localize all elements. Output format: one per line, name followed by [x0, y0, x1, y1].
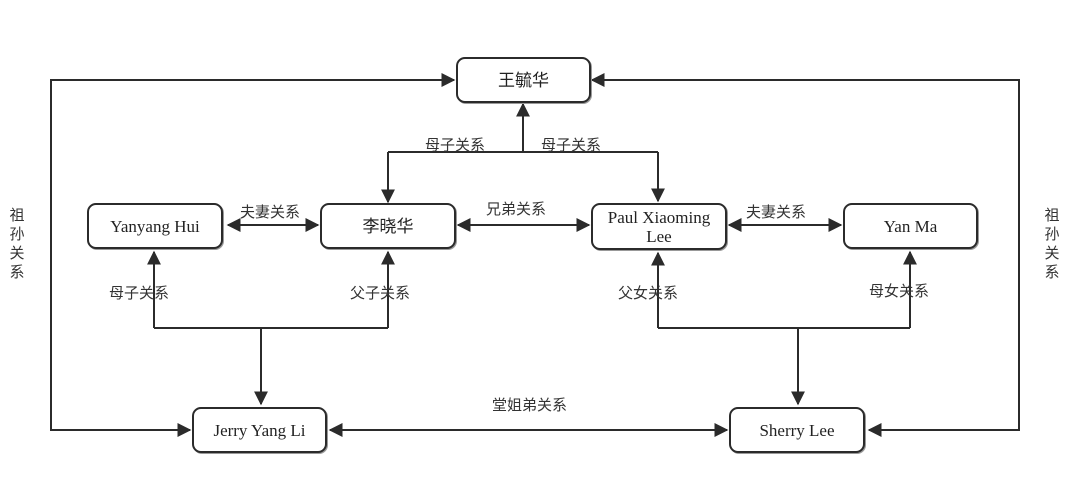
node-paul: Paul Xiaoming Lee — [591, 203, 727, 250]
label-grandparent-left: 祖孙关系 — [9, 206, 25, 281]
label-mother-daughter: 母女关系 — [869, 282, 930, 300]
label-brothers: 兄弟关系 — [486, 200, 547, 218]
label-mother-son-right: 母子关系 — [541, 136, 602, 154]
label-cousins: 堂姐弟关系 — [492, 396, 568, 414]
label-mother-son-left: 母子关系 — [425, 136, 486, 154]
node-lixiaohua: 李晓华 — [320, 203, 456, 249]
node-yanma: Yan Ma — [843, 203, 978, 249]
node-sherry: Sherry Lee — [729, 407, 865, 453]
label-father-daughter: 父女关系 — [618, 284, 679, 302]
label-grandparent-right: 祖孙关系 — [1044, 206, 1060, 281]
node-wang: 王毓华 — [456, 57, 591, 103]
node-yanyang: Yanyang Hui — [87, 203, 223, 249]
label-spouse-right: 夫妻关系 — [746, 203, 807, 221]
connector-grandparent-right — [590, 73, 1020, 437]
node-jerry: Jerry Yang Li — [192, 407, 327, 453]
label-spouse-left: 夫妻关系 — [240, 203, 301, 221]
connector-grandparent-left — [50, 73, 456, 437]
label-father-son: 父子关系 — [350, 284, 411, 302]
label-mother-son-bottom: 母子关系 — [109, 284, 170, 302]
